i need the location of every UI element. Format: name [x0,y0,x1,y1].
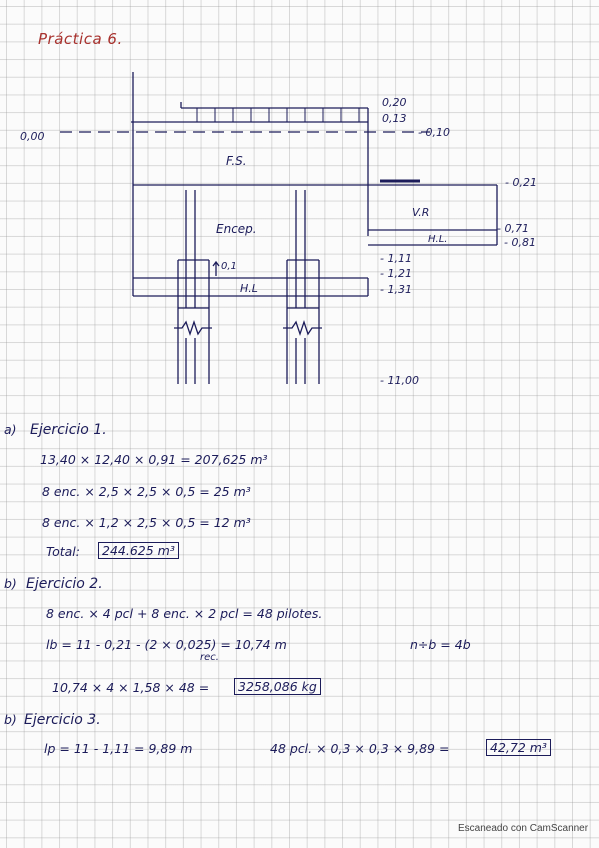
ex2-line3: 10,74 × 4 × 1,58 × 48 = [52,680,210,695]
ex2-heading: Ejercicio 2. [26,576,103,592]
ex3-heading: Ejercicio 3. [24,712,101,728]
level-1-21: - 1,21 [380,267,412,280]
level-0-10: - 0,10 [418,126,450,139]
ex2-line2-note: rec. [200,652,219,663]
ex3-marker: b) [4,712,17,727]
ex1-total-value: 244.625 m³ [98,542,179,559]
ex1-heading: Ejercicio 1. [30,422,107,438]
level-1-11: - 1,11 [380,252,412,265]
ex1-line2: 8 enc. × 2,5 × 2,5 × 0,5 = 25 m³ [42,484,251,499]
level-0-00: 0,00 [20,130,45,143]
ex2-line1: 8 enc. × 4 pcl + 8 enc. × 2 pcl = 48 pil… [46,606,323,621]
level-0-20: 0,20 [382,96,407,109]
label-dimension-0-1: 0,1 [221,261,237,272]
foundation-section-diagram [60,72,498,384]
ex1-marker: a) [4,422,17,437]
ex1-line3: 8 enc. × 1,2 × 2,5 × 0,5 = 12 m³ [42,515,251,530]
ex2-line2-side: n÷b = 4b [410,637,471,652]
ex3-line1: lp = 11 - 1,11 = 9,89 m [44,741,193,756]
level-1-31: - 1,31 [380,283,412,296]
page-title: Práctica 6. [38,30,123,48]
ex2-line2: lb = 11 - 0,21 - (2 × 0,025) = 10,74 m [46,637,287,652]
level-0-71: - 0,71 [497,222,529,235]
ex3-result: 42,72 m³ [486,739,551,756]
label-vr: V.R [412,206,430,219]
label-fs: F.S. [226,154,247,168]
level-0-13: 0,13 [382,112,407,125]
label-encepado: Encep. [216,222,257,236]
level-11-00: - 11,00 [380,374,419,387]
level-0-21: - 0,21 [505,176,537,189]
ex3-line2: 48 pcl. × 0,3 × 0,3 × 9,89 = [270,741,450,756]
label-hl-bottom: H.L [240,282,258,295]
level-0-81: - 0,81 [504,236,536,249]
scanner-watermark: Escaneado con CamScanner [458,823,589,834]
ex2-marker: b) [4,576,17,591]
label-hl-right: H.L. [428,234,448,245]
ex2-result: 3258,086 kg [234,678,321,695]
ex1-total-label: Total: [46,544,80,559]
ex1-line1: 13,40 × 12,40 × 0,91 = 207,625 m³ [40,452,268,467]
